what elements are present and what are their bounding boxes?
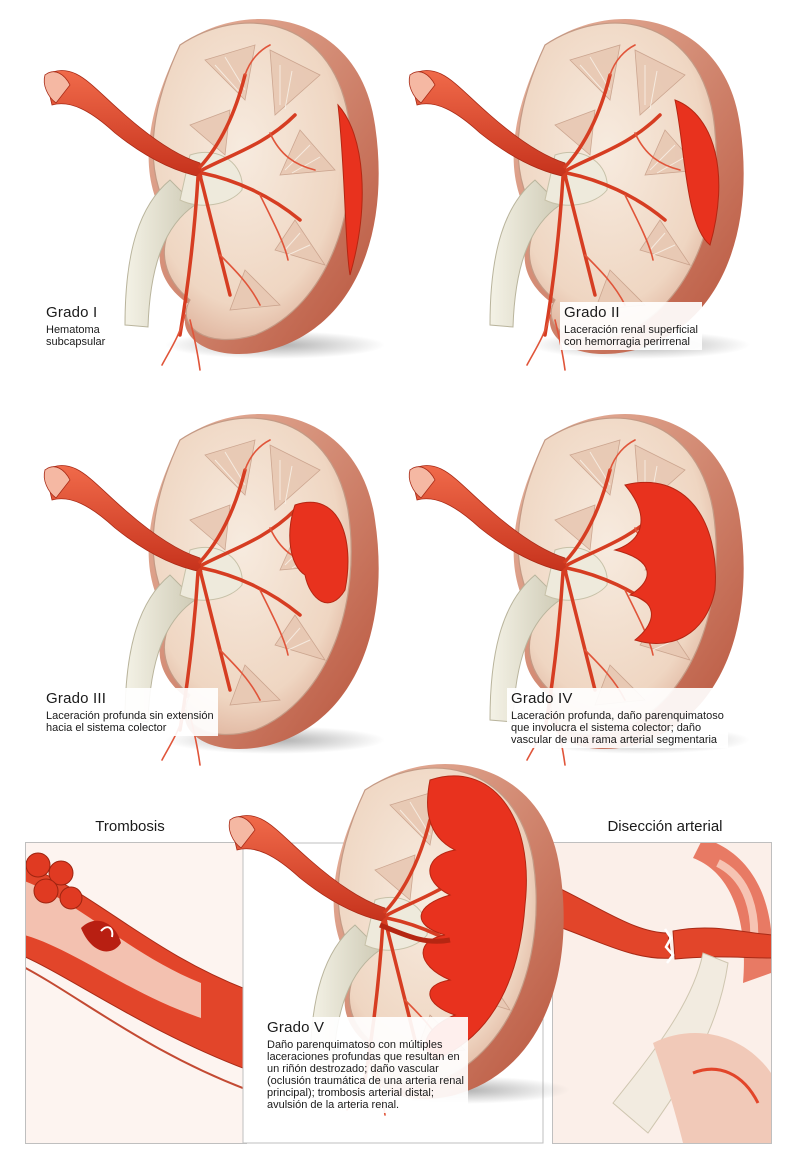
grade-5-panel: Grado V Daño parenquimatoso con múltiple… [215,735,555,1150]
grade-2-caption: Grado II Laceración renal superficial co… [560,302,702,350]
grade-2-panel: Grado II Laceración renal superficial co… [385,5,795,385]
grade-1-title: Grado I [46,304,105,321]
grade-4-title: Grado IV [511,690,724,707]
grade-2-title: Grado II [564,304,698,321]
grade-3-caption: Grado III Laceración profunda sin extens… [42,688,218,736]
dissection-title: Disección arterial [580,818,750,835]
grade-3-description: Laceración profunda sin extensión hacia … [46,710,214,734]
grade-4-panel: Grado IV Laceración profunda, daño paren… [385,400,795,780]
grade-3-panel: Grado III Laceración profunda sin extens… [20,400,380,780]
grade-2-description: Laceración renal superficial con hemorra… [564,324,698,348]
thrombosis-illustration [26,843,246,1143]
grade-3-title: Grado III [46,690,214,707]
grade-1-panel: Grado I Hematoma subcapsular [20,5,380,385]
thrombosis-title: Trombosis [60,818,200,835]
arterial-dissection-illustration [553,843,771,1143]
grade-1-description: Hematoma subcapsular [46,324,105,348]
grade-5-caption: Grado V Daño parenquimatoso con múltiple… [263,1017,468,1113]
grade-5-title: Grado V [267,1019,464,1036]
thrombosis-inset [25,842,247,1144]
dissection-inset [552,842,772,1144]
grade-5-description: Daño parenquimatoso con múltiples lacera… [267,1039,464,1111]
grade-1-caption: Grado I Hematoma subcapsular [42,302,109,350]
